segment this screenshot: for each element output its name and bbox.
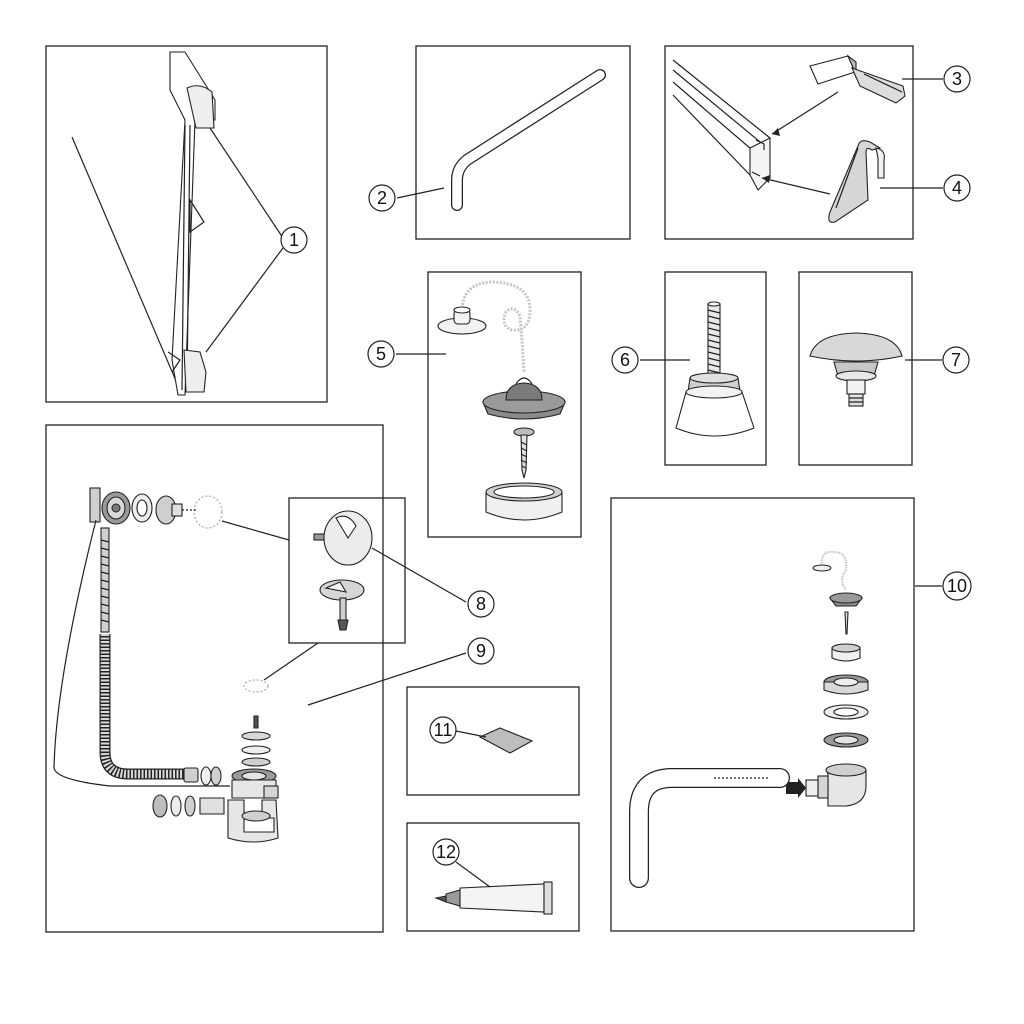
overflow-assembly-illustration bbox=[53, 487, 279, 843]
panel-frame bbox=[45, 45, 328, 403]
callout-2: 2 bbox=[368, 184, 396, 212]
callout-3: 3 bbox=[943, 65, 971, 93]
clip-3-illustration bbox=[809, 54, 906, 104]
panel-frame bbox=[427, 271, 582, 538]
panel-silicone-tube: 12 bbox=[406, 822, 580, 932]
panel-rail-clips: 3 4 bbox=[664, 45, 971, 240]
chain-stopper-illustration bbox=[437, 280, 532, 373]
panel-adjustable-foot: 6 bbox=[611, 271, 767, 466]
rail-illustration bbox=[672, 59, 771, 191]
callout-4-label: 4 bbox=[952, 178, 962, 198]
panel-frame bbox=[45, 424, 384, 933]
panel-bent-tube: 2 bbox=[368, 45, 631, 240]
push-button-illustration bbox=[313, 510, 373, 631]
pad-illustration bbox=[478, 727, 534, 754]
callout-8-label: 8 bbox=[476, 594, 486, 614]
waste-kit-illustration bbox=[786, 550, 869, 807]
panel-frame bbox=[610, 497, 915, 932]
callout-10: 10 bbox=[942, 571, 972, 601]
callout-12-label: 12 bbox=[436, 842, 456, 862]
foot-illustration bbox=[675, 301, 755, 437]
callout-10-label: 10 bbox=[947, 576, 967, 596]
callout-5-label: 5 bbox=[376, 344, 386, 364]
waste-pipe-illustration bbox=[629, 768, 790, 888]
callout-1: 1 bbox=[280, 226, 308, 254]
plug-illustration bbox=[482, 377, 566, 420]
panel-front-profile: 1 bbox=[45, 45, 328, 403]
callout-2-label: 2 bbox=[377, 188, 387, 208]
panel-frame bbox=[406, 686, 580, 796]
drain-plug-illustration bbox=[809, 332, 903, 407]
front-panel-illustration bbox=[71, 51, 284, 396]
panel-frame bbox=[406, 822, 580, 932]
grate-ring-illustration bbox=[485, 482, 563, 521]
panel-plug-chain: 5 bbox=[367, 271, 582, 538]
callout-6: 6 bbox=[611, 346, 639, 374]
inset-frame bbox=[288, 497, 406, 644]
callout-9: 9 bbox=[467, 637, 495, 665]
tube-illustration bbox=[434, 881, 553, 915]
callout-5: 5 bbox=[367, 340, 395, 368]
callout-4: 4 bbox=[943, 174, 971, 202]
callout-12: 12 bbox=[432, 838, 460, 866]
callout-9-label: 9 bbox=[476, 641, 486, 661]
screw-illustration bbox=[513, 427, 535, 479]
callout-3-label: 3 bbox=[952, 69, 962, 89]
panel-drain-plug: 7 bbox=[798, 271, 970, 466]
callout-6-label: 6 bbox=[620, 350, 630, 370]
panel-frame bbox=[664, 271, 767, 466]
panel-waste-overflow: 8 9 bbox=[45, 424, 495, 933]
panel-sealant-pad: 11 bbox=[406, 686, 580, 796]
panel-frame bbox=[664, 45, 914, 240]
panel-frame bbox=[798, 271, 913, 466]
callout-7-label: 7 bbox=[951, 350, 961, 370]
panel-waste-kit: 10 bbox=[610, 497, 972, 932]
bent-tube-illustration bbox=[451, 69, 606, 211]
callout-11-label: 11 bbox=[434, 720, 453, 740]
panel-frame bbox=[415, 45, 631, 240]
clip-4-illustration bbox=[828, 140, 885, 223]
callout-11: 11 bbox=[429, 716, 457, 744]
callout-7: 7 bbox=[942, 346, 970, 374]
callout-1-label: 1 bbox=[289, 230, 299, 250]
callout-8: 8 bbox=[467, 590, 495, 618]
